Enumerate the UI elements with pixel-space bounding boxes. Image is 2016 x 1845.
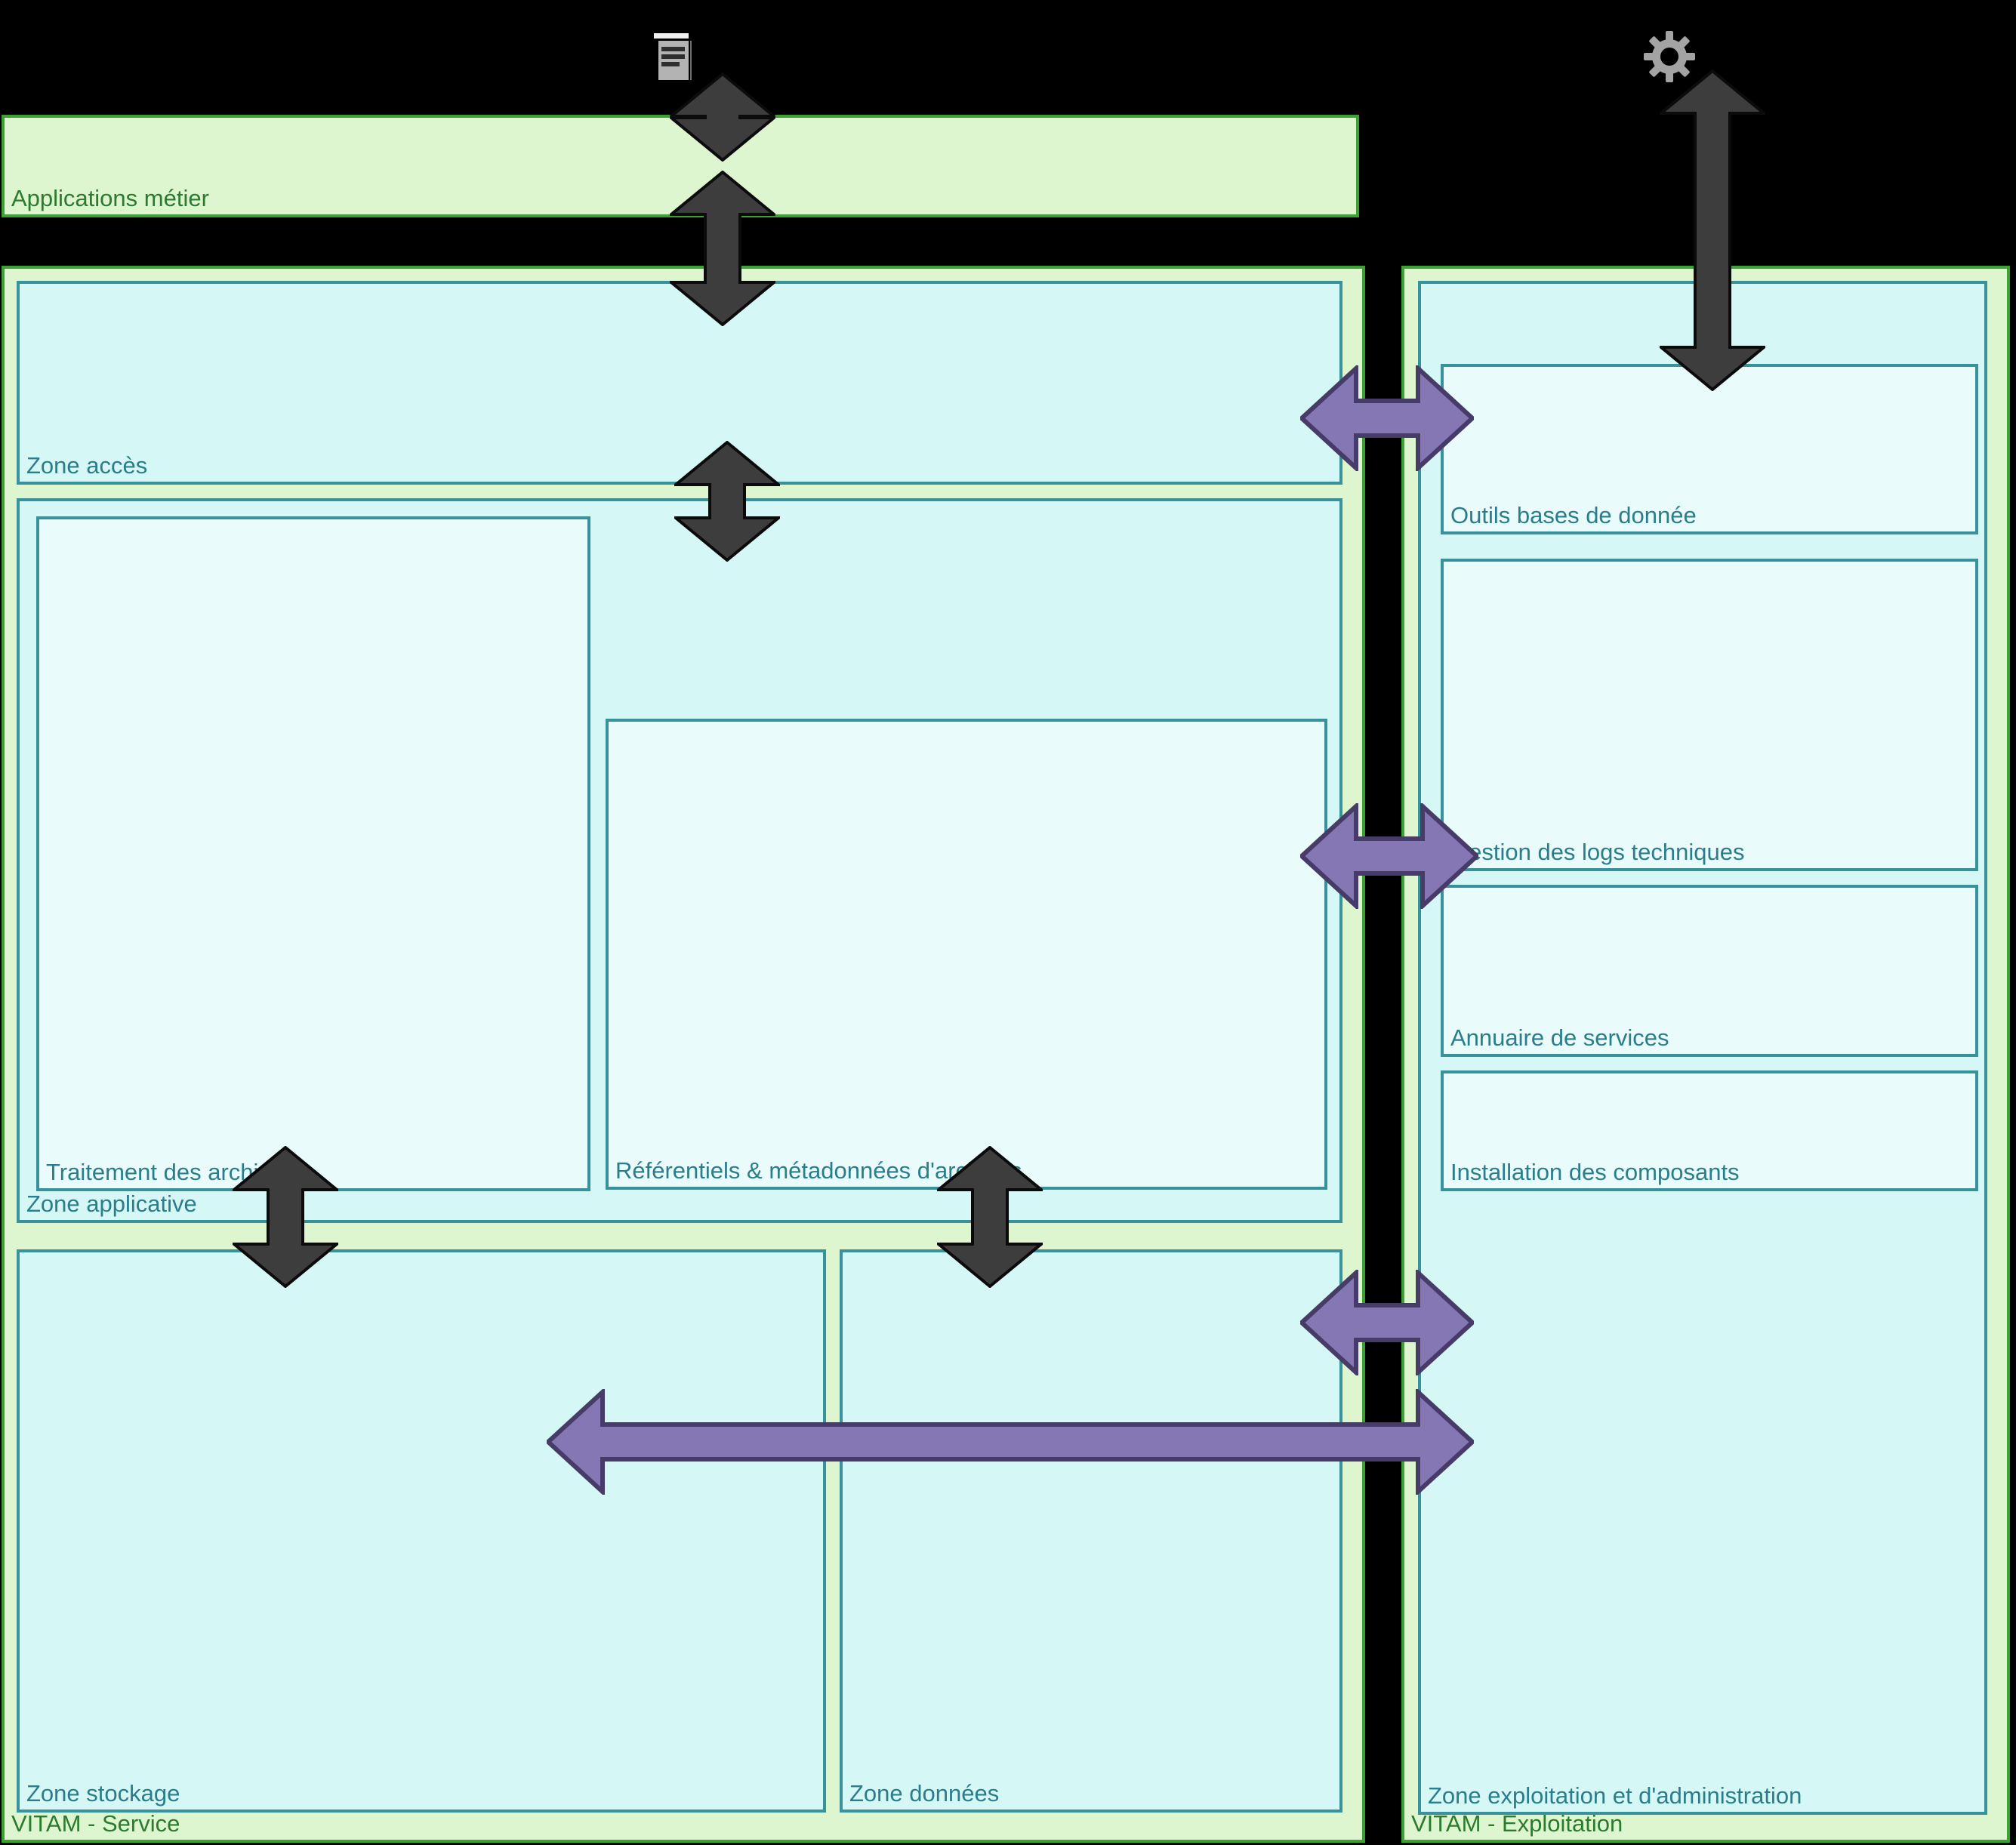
applications-metier-label: Applications métier: [11, 185, 209, 211]
annuaire-de-services-label: Annuaire de services: [1450, 1024, 1669, 1051]
arrow-referentiels-to-donnees: [937, 1146, 1043, 1288]
zone-exploitation-administration-label: Zone exploitation et d'administration: [1428, 1782, 1802, 1809]
referentiels-metadonnees-box: Référentiels & métadonnées d'archives: [606, 719, 1327, 1190]
arrow-applicative-to-logs: [1300, 803, 1478, 909]
arrow-stockage-to-exploitation: [547, 1389, 1474, 1495]
installation-des-composants-label: Installation des composants: [1450, 1159, 1740, 1185]
vitam-service-label: VITAM - Service: [11, 1810, 180, 1837]
gestion-logs-techniques-label: Gestion des logs techniques: [1450, 839, 1745, 865]
zone-acces-label: Zone accès: [26, 452, 148, 479]
traitement-des-archives-box: Traitement des archives: [36, 516, 590, 1191]
zone-stockage: Zone stockage: [17, 1249, 826, 1813]
document-icon: [654, 33, 692, 80]
arrow-acces-to-outils: [1300, 365, 1474, 471]
installation-des-composants-box: Installation des composants: [1441, 1070, 1978, 1191]
zone-donnees-label: Zone données: [849, 1780, 1000, 1806]
arrow-donnees-to-exploitation: [1300, 1270, 1474, 1375]
arrow-zone-acces-to-applicative: [674, 441, 780, 562]
arrow-gear-to-exploitation: [1660, 69, 1765, 391]
arrow-apps-to-document: [670, 72, 775, 162]
zone-donnees: Zone données: [840, 1249, 1342, 1813]
gestion-logs-techniques-box: Gestion des logs techniques: [1441, 559, 1978, 871]
annuaire-de-services-box: Annuaire de services: [1441, 885, 1978, 1057]
outils-bases-de-donnee-label: Outils bases de donnée: [1450, 502, 1697, 528]
zone-stockage-label: Zone stockage: [26, 1780, 180, 1806]
zone-acces: Zone accès: [17, 281, 1342, 485]
arrow-traitement-to-stockage: [233, 1146, 338, 1288]
zone-applicative-label: Zone applicative: [26, 1190, 197, 1217]
arrow-apps-to-zone-acces: [670, 171, 775, 326]
gear-icon: [1644, 31, 1695, 82]
outils-bases-de-donnee-box: Outils bases de donnée: [1441, 364, 1978, 534]
